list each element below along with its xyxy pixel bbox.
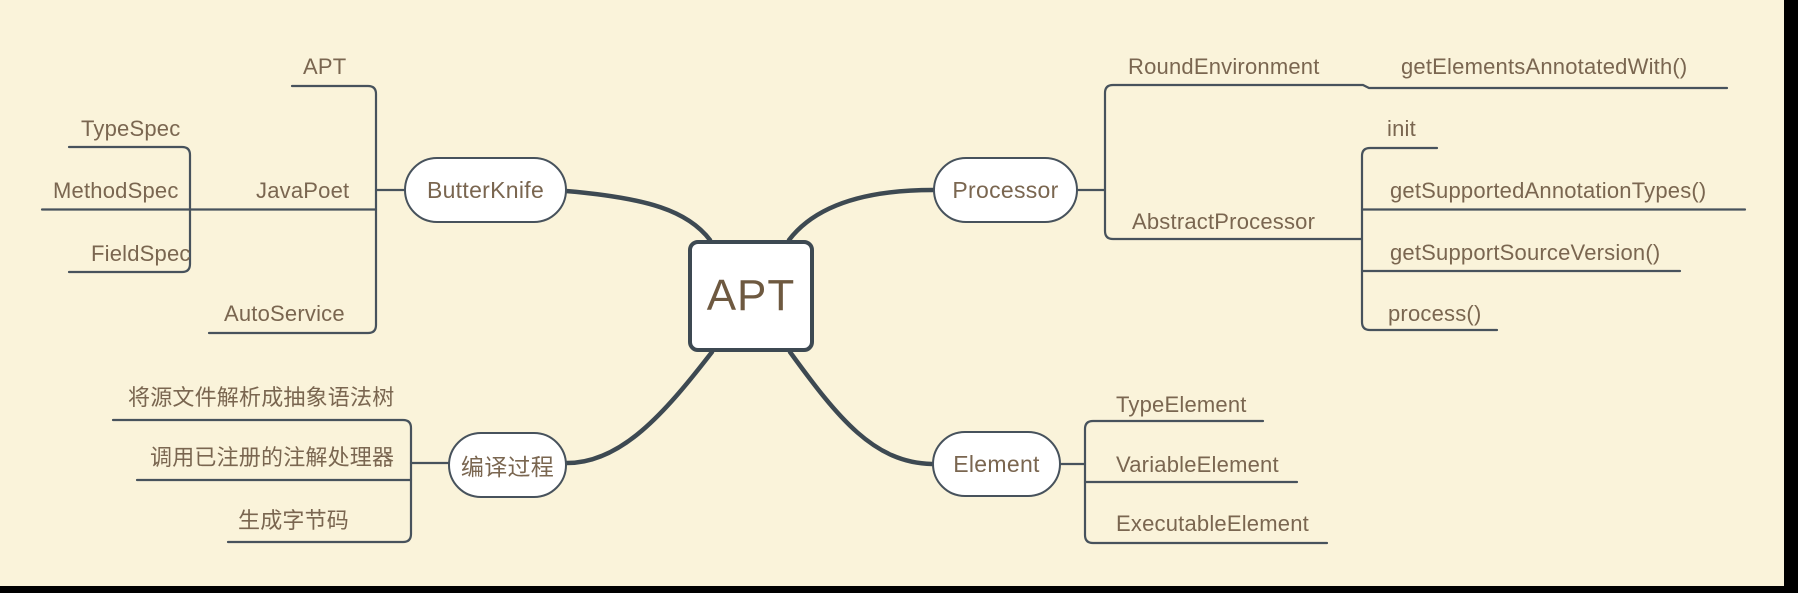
- root-topic-apt[interactable]: APT: [688, 240, 814, 352]
- topic-typeelement[interactable]: TypeElement: [1116, 392, 1247, 417]
- topic-typespec[interactable]: TypeSpec: [81, 116, 181, 141]
- branch-bracket-javapoet-children: [67, 145, 192, 274]
- topic-init[interactable]: init: [1387, 116, 1416, 141]
- topic-autoservice[interactable]: AutoService: [224, 301, 345, 326]
- window-edge-right: [1784, 0, 1798, 593]
- topic-javapoet[interactable]: JavaPoet: [256, 178, 350, 203]
- topic-getsupportedannotationtypes[interactable]: getSupportedAnnotationTypes(): [1390, 178, 1707, 203]
- topic-abstractprocessor[interactable]: AbstractProcessor: [1132, 209, 1316, 234]
- topic-getsupportsourceversion[interactable]: getSupportSourceVersion(): [1390, 240, 1661, 265]
- window-edge-bottom: [0, 586, 1798, 593]
- topic-apt-subtopic[interactable]: APT: [303, 54, 347, 79]
- branch-compile-process[interactable]: 编译过程: [448, 432, 567, 498]
- topic-variableelement[interactable]: VariableElement: [1116, 452, 1279, 477]
- topic-getelementsannotatedwith[interactable]: getElementsAnnotatedWith(): [1401, 54, 1688, 79]
- curve-root-element: [787, 349, 935, 467]
- topic-roundenvironment[interactable]: RoundEnvironment: [1128, 54, 1320, 79]
- topic-invoke-processors[interactable]: 调用已注册的注解处理器: [150, 445, 395, 470]
- curve-root-compile: [564, 349, 715, 466]
- topic-executableelement[interactable]: ExecutableElement: [1116, 511, 1309, 536]
- topic-process[interactable]: process(): [1388, 301, 1482, 326]
- branch-butterknife[interactable]: ButterKnife: [404, 157, 567, 223]
- topic-parse-ast[interactable]: 将源文件解析成抽象语法树: [128, 385, 395, 410]
- topic-gen-bytecode[interactable]: 生成字节码: [238, 508, 350, 533]
- curve-root-processor: [786, 187, 936, 243]
- branch-bracket-abstractprocessor-children: [1360, 146, 1499, 332]
- topic-methodspec[interactable]: MethodSpec: [53, 178, 179, 203]
- topic-fieldspec[interactable]: FieldSpec: [91, 241, 191, 266]
- curve-root-butterknife: [563, 188, 713, 243]
- branch-bracket-processor-children: [1103, 83, 1729, 241]
- branch-element[interactable]: Element: [932, 431, 1061, 497]
- branch-processor[interactable]: Processor: [933, 157, 1078, 223]
